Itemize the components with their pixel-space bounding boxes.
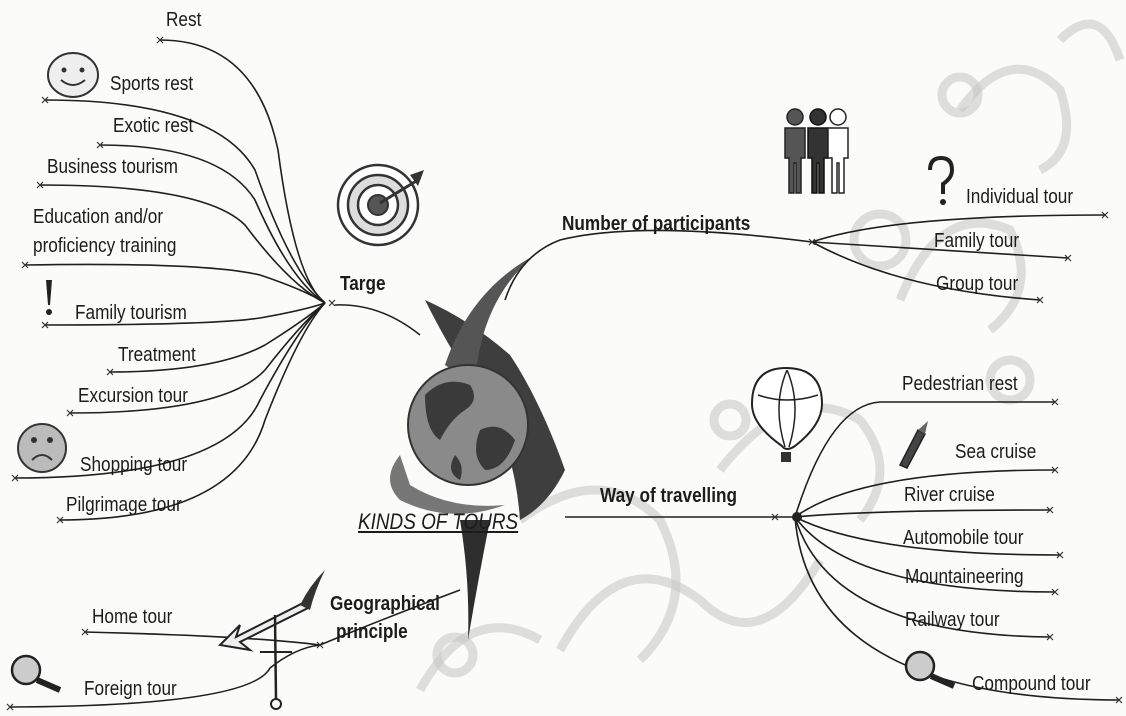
magnifier-icon [12,656,60,690]
target-item-treatment: Treatment [118,343,196,367]
participants-item-family: Family tour [934,229,1019,253]
travel-item-mountaineering: Mountaineering [905,565,1024,589]
target-item-family-tourism: Family tourism [75,301,187,325]
target-icon [338,165,424,245]
participants-item-individual: Individual tour [966,185,1073,209]
branch-label-geographical-line2: principle [336,620,408,644]
target-item-pilgrimage-tour: Pilgrimage tour [66,493,182,517]
geo-item-foreign-tour: Foreign tour [84,677,177,701]
travel-item-compound: Compound tour [972,672,1091,696]
question-mark-icon [930,158,952,205]
target-item-excursion-tour: Excursion tour [78,384,188,408]
globe-icon [408,365,528,485]
geo-item-home-tour: Home tour [92,605,172,629]
travel-item-sea-cruise: Sea cruise [955,440,1036,464]
target-item-education-line2: proficiency training [33,234,176,258]
hot-air-balloon-icon [752,368,822,462]
travel-item-pedestrian: Pedestrian rest [902,372,1018,396]
magnifier-icon-2 [906,652,954,686]
sad-face-icon [18,424,66,472]
target-item-education-line1: Education and/or [33,205,163,229]
watermark [420,24,1120,690]
branch-label-participants: Number of participants [562,212,750,236]
branch-label-geographical-line1: Geographical [330,592,440,616]
people-icon [785,109,848,193]
center-title: KINDS OF TOURS [358,510,518,534]
branch-label-target: Targe [340,272,386,296]
travel-item-automobile: Automobile tour [903,526,1023,550]
branch-label-travelling: Way of travelling [600,484,737,508]
travel-item-river-cruise: River cruise [904,483,995,507]
target-item-rest: Rest [166,8,201,32]
smiley-face-icon [48,53,98,97]
target-item-sports-rest: Sports rest [110,72,193,96]
exclamation-icon [46,280,52,315]
participants-item-group: Group tour [936,272,1018,296]
travel-item-railway: Railway tour [905,608,1000,632]
target-item-shopping-tour: Shopping tour [80,453,187,477]
target-item-exotic-rest: Exotic rest [113,114,193,138]
rocket-icon [900,421,928,468]
target-item-business-tourism: Business tourism [47,155,178,179]
travel-hub-dot [792,512,802,522]
